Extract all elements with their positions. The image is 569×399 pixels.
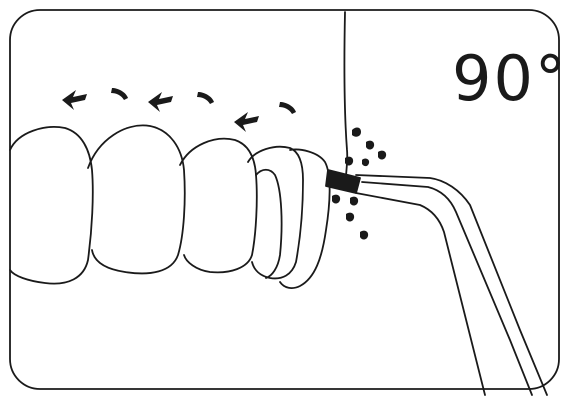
droplet [352, 128, 361, 137]
tooth-4-inner [256, 170, 282, 278]
angle-label: 90° [452, 48, 568, 110]
arrow-dash [279, 102, 296, 114]
tooth-5 [280, 150, 330, 289]
tooth-2 [88, 125, 185, 273]
tooth-1 [10, 127, 93, 284]
droplet [345, 157, 353, 166]
direction-arrows [62, 88, 296, 132]
flosser-body-outer-lower [356, 193, 485, 395]
droplet [332, 195, 340, 204]
droplet [366, 141, 374, 150]
flosser-body-inner [362, 182, 532, 395]
arrow-head [62, 90, 87, 110]
nozzle-tip [326, 170, 360, 193]
droplet [360, 231, 368, 240]
water-flosser-tip [326, 170, 547, 395]
droplet [378, 151, 386, 160]
arrow-head [148, 92, 173, 112]
tooth-3 [180, 139, 257, 273]
droplet [350, 197, 358, 206]
droplet [346, 213, 354, 222]
teeth-outline [10, 125, 330, 288]
droplet [362, 159, 369, 167]
arrow-head [234, 112, 259, 132]
arrow-dash [197, 92, 214, 104]
arrow-dash [111, 88, 128, 100]
